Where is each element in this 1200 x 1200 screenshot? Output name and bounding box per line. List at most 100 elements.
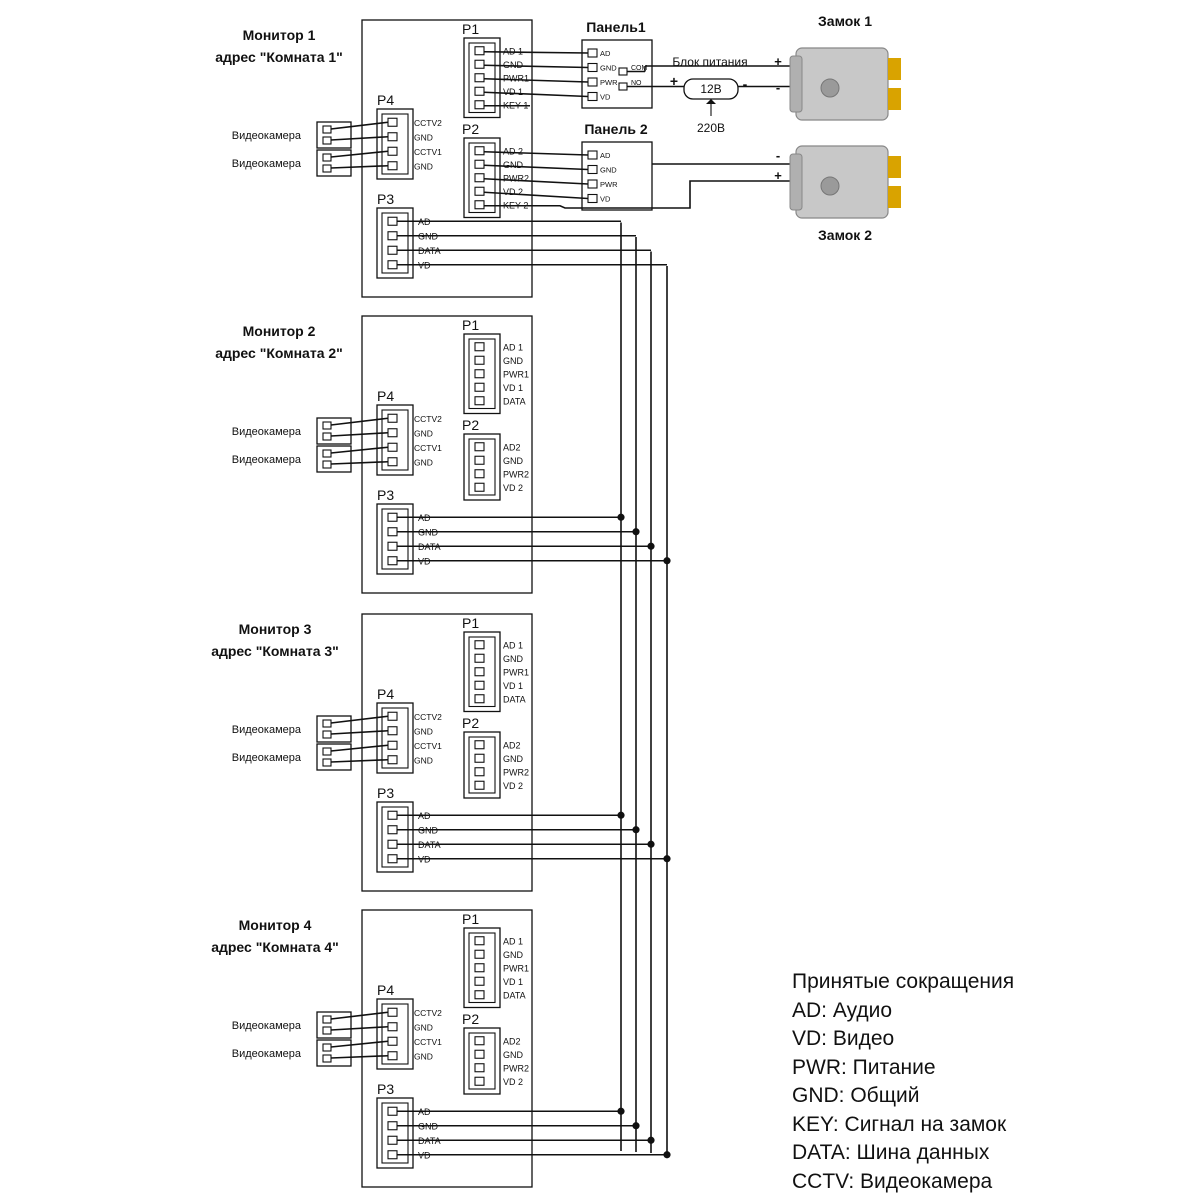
monitor-2-p4-label: GND <box>414 457 433 467</box>
monitor-2-p4-frame <box>376 404 414 476</box>
lock-2-title: Замок 2 <box>818 227 872 243</box>
legend-item-ad: AD: Аудио <box>792 998 893 1022</box>
monitor-1-to-panel-2-wire <box>483 191 589 200</box>
panel-2-body <box>581 141 653 211</box>
monitor-3-p2-label: GND <box>503 754 524 764</box>
power-supply-mains: 220В <box>697 121 725 135</box>
monitor-1-camera-pin <box>322 125 332 134</box>
monitor-4-p1-pin <box>474 990 485 1000</box>
monitor-3-p1-frame <box>463 631 501 713</box>
monitor-2-p4-label: GND <box>414 428 433 438</box>
monitor-3-p3-pin <box>387 854 398 864</box>
monitor-2-p1-label: AD 1 <box>503 342 523 352</box>
monitor-2-body <box>361 315 533 594</box>
panel-1-body <box>581 39 653 109</box>
monitor-2-p2-pin <box>474 455 485 465</box>
panel-2-title: Панель 2 <box>584 121 647 137</box>
monitor-2-p3-pin <box>387 527 398 537</box>
panel-1-pin <box>587 62 598 73</box>
monitor-1-p1-label: GND <box>503 60 524 70</box>
monitor-2-p4-label: CCTV1 <box>414 443 442 453</box>
monitor-2-p1-pin <box>474 342 485 352</box>
monitor-2-p3-inner <box>381 508 409 570</box>
monitor-4-p2-name: P2 <box>462 1011 479 1027</box>
monitor-4-camera-label: Видеокамера <box>232 1020 302 1032</box>
power-supply-voltage: 12В <box>700 82 721 96</box>
monitor-1-p1-label: VD 1 <box>503 87 523 97</box>
monitor-2-p4-name: P4 <box>377 388 394 404</box>
monitor-1-camera-wire <box>330 121 389 130</box>
monitor-4-p2-frame <box>463 1027 501 1095</box>
monitor-1-p2-pin <box>474 173 485 183</box>
monitor-3-p3-name: P3 <box>377 785 394 801</box>
monitor-4-camera-pin <box>322 1026 332 1035</box>
monitor-4-p1-label: PWR1 <box>503 963 529 973</box>
monitor-1-p4-pin <box>387 146 398 156</box>
monitor-1-p2-pin <box>474 200 485 210</box>
monitor-4-p1-pin <box>474 963 485 973</box>
lock-1-plus: + <box>774 54 782 69</box>
monitor-4-p2-pin <box>474 1063 485 1073</box>
legend-item-key: KEY: Сигнал на замок <box>792 1112 1007 1136</box>
monitor-4-camera-wire <box>330 1040 389 1048</box>
monitor-4-p3-pin <box>387 1121 398 1131</box>
monitor-2-p2-pin <box>474 482 485 492</box>
monitor-3-p1-label: DATA <box>503 694 526 704</box>
monitor-1-camera-label: Видеокамера <box>232 158 302 170</box>
monitor-3-address: адрес "Комната 3" <box>211 643 339 659</box>
monitor-1-p4-label: CCTV2 <box>414 118 442 128</box>
panel-2-pin-label: VD <box>600 195 611 204</box>
monitor-3-p3-frame <box>376 801 414 873</box>
monitor-3-camera-pin <box>322 730 332 739</box>
monitor-2-p3-frame <box>376 503 414 575</box>
monitor-4-p1-inner <box>468 932 496 1004</box>
lock-1-terminal-top <box>888 58 901 80</box>
monitor-4-p3-inner <box>381 1102 409 1164</box>
monitor-2-p1-pin <box>474 382 485 392</box>
power-supply-plus: + <box>670 73 678 89</box>
monitor-4-camera-label: Видеокамера <box>232 1048 302 1060</box>
monitor-1-to-panel-2-wire <box>483 164 589 171</box>
monitor-4-address: адрес "Комната 4" <box>211 939 339 955</box>
monitor-4-p2-inner <box>468 1032 496 1090</box>
monitor-2-camera-wire <box>330 460 389 465</box>
monitor-2-camera-pin <box>322 449 332 458</box>
monitor-1-p3-pin <box>387 245 398 255</box>
monitor-1-to-panel-2-wire <box>483 177 589 185</box>
monitor-2-camera-1 <box>316 417 352 445</box>
panel-1-pin-label: GND <box>600 64 617 73</box>
panel-1-pin-label: PWR <box>600 78 618 87</box>
monitor-1-p2-name: P2 <box>462 121 479 137</box>
monitor-1-p1-name: P1 <box>462 21 479 37</box>
monitor-3-p2-pin <box>474 740 485 750</box>
monitor-1-camera-2 <box>316 149 352 177</box>
monitor-4-p1-label: DATA <box>503 990 526 1000</box>
monitor-3-p1-pin <box>474 653 485 663</box>
monitor-1-p1-pin <box>474 59 485 69</box>
monitor-4-p2-label: VD 2 <box>503 1077 523 1087</box>
monitor-3-camera-wire <box>330 744 389 752</box>
monitor-4-p2-label: PWR2 <box>503 1063 529 1073</box>
monitor-1-title: Монитор 1 <box>243 27 316 43</box>
power-supply-arrow <box>706 99 716 104</box>
monitor-1-p3-name: P3 <box>377 191 394 207</box>
monitor-3-p3-pin <box>387 810 398 820</box>
lock-2-minus: - <box>776 148 780 163</box>
monitor-3-title: Монитор 3 <box>239 621 312 637</box>
monitor-1-camera-wire <box>330 164 389 169</box>
monitor-2-p4-pin <box>387 442 398 452</box>
monitor-3-p2-inner <box>468 736 496 794</box>
monitor-1-p1-inner <box>468 42 496 114</box>
monitor-3-p3-pin <box>387 825 398 835</box>
monitor-2-camera-wire <box>330 417 389 426</box>
monitor-3-p4-frame <box>376 702 414 774</box>
monitor-2-p2-label: PWR2 <box>503 469 529 479</box>
monitor-1-p1-label: PWR1 <box>503 73 529 83</box>
panel-1-relay-no-label: NO <box>631 80 642 87</box>
monitor-2-camera-pin <box>322 432 332 441</box>
monitor-1-p3-pin <box>387 216 398 226</box>
monitor-2-camera-wire <box>330 446 389 454</box>
monitor-2-p2-label: AD2 <box>503 442 521 452</box>
panel-2-pin <box>587 193 598 204</box>
monitor-2-p2-name: P2 <box>462 417 479 433</box>
